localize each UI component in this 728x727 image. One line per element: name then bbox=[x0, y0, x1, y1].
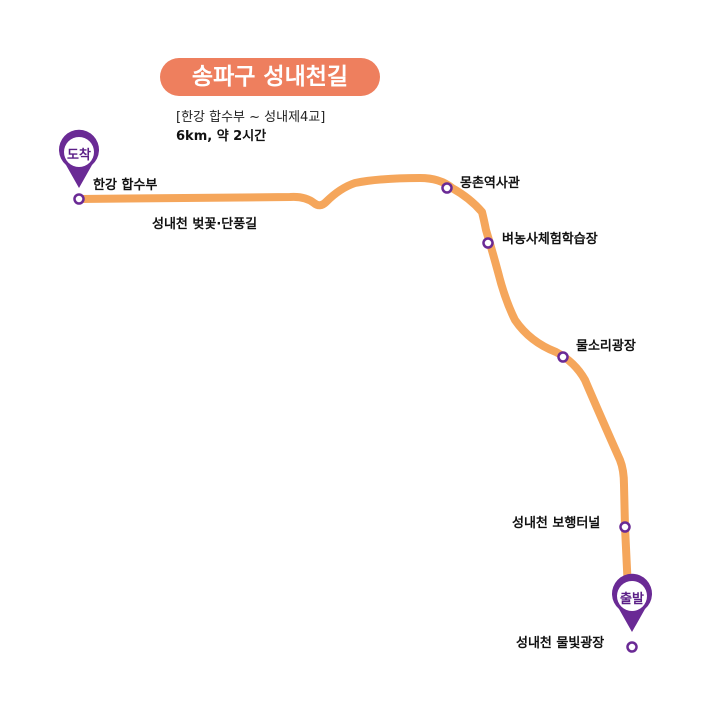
stop-marker-mulsori[interactable] bbox=[557, 351, 569, 363]
end-pin-label: 도착 bbox=[67, 148, 91, 163]
start-pin-icon bbox=[612, 573, 653, 632]
start-pin-label: 출발 bbox=[620, 592, 644, 607]
stop-marker-tunnel[interactable] bbox=[619, 521, 631, 533]
stop-marker-mulbit[interactable] bbox=[626, 641, 638, 653]
segment-label: 성내천 벚꽃·단풍길 bbox=[152, 217, 258, 232]
route-path bbox=[75, 174, 632, 594]
stop-marker-rice[interactable] bbox=[482, 237, 494, 249]
route-range: [한강 합수부 ~ 성내제4교] bbox=[176, 110, 326, 125]
stop-label-mongchon: 몽촌역사관 bbox=[460, 176, 520, 191]
route-distance-time: 6km, 약 2시간 bbox=[176, 129, 267, 144]
stop-label-rice: 벼농사체험학습장 bbox=[502, 232, 598, 247]
stop-label-mulbit: 성내천 물빛광장 bbox=[516, 636, 605, 651]
stop-marker-hangang[interactable] bbox=[73, 193, 85, 205]
stop-marker-mongchon[interactable] bbox=[441, 182, 453, 194]
end-pin-icon bbox=[58, 129, 99, 188]
stop-label-hangang: 한강 합수부 bbox=[93, 178, 158, 193]
stop-label-mulsori: 물소리광장 bbox=[576, 339, 636, 354]
route-title: 송파구 성내천길 bbox=[160, 58, 380, 96]
stop-label-tunnel: 성내천 보행터널 bbox=[512, 516, 601, 531]
